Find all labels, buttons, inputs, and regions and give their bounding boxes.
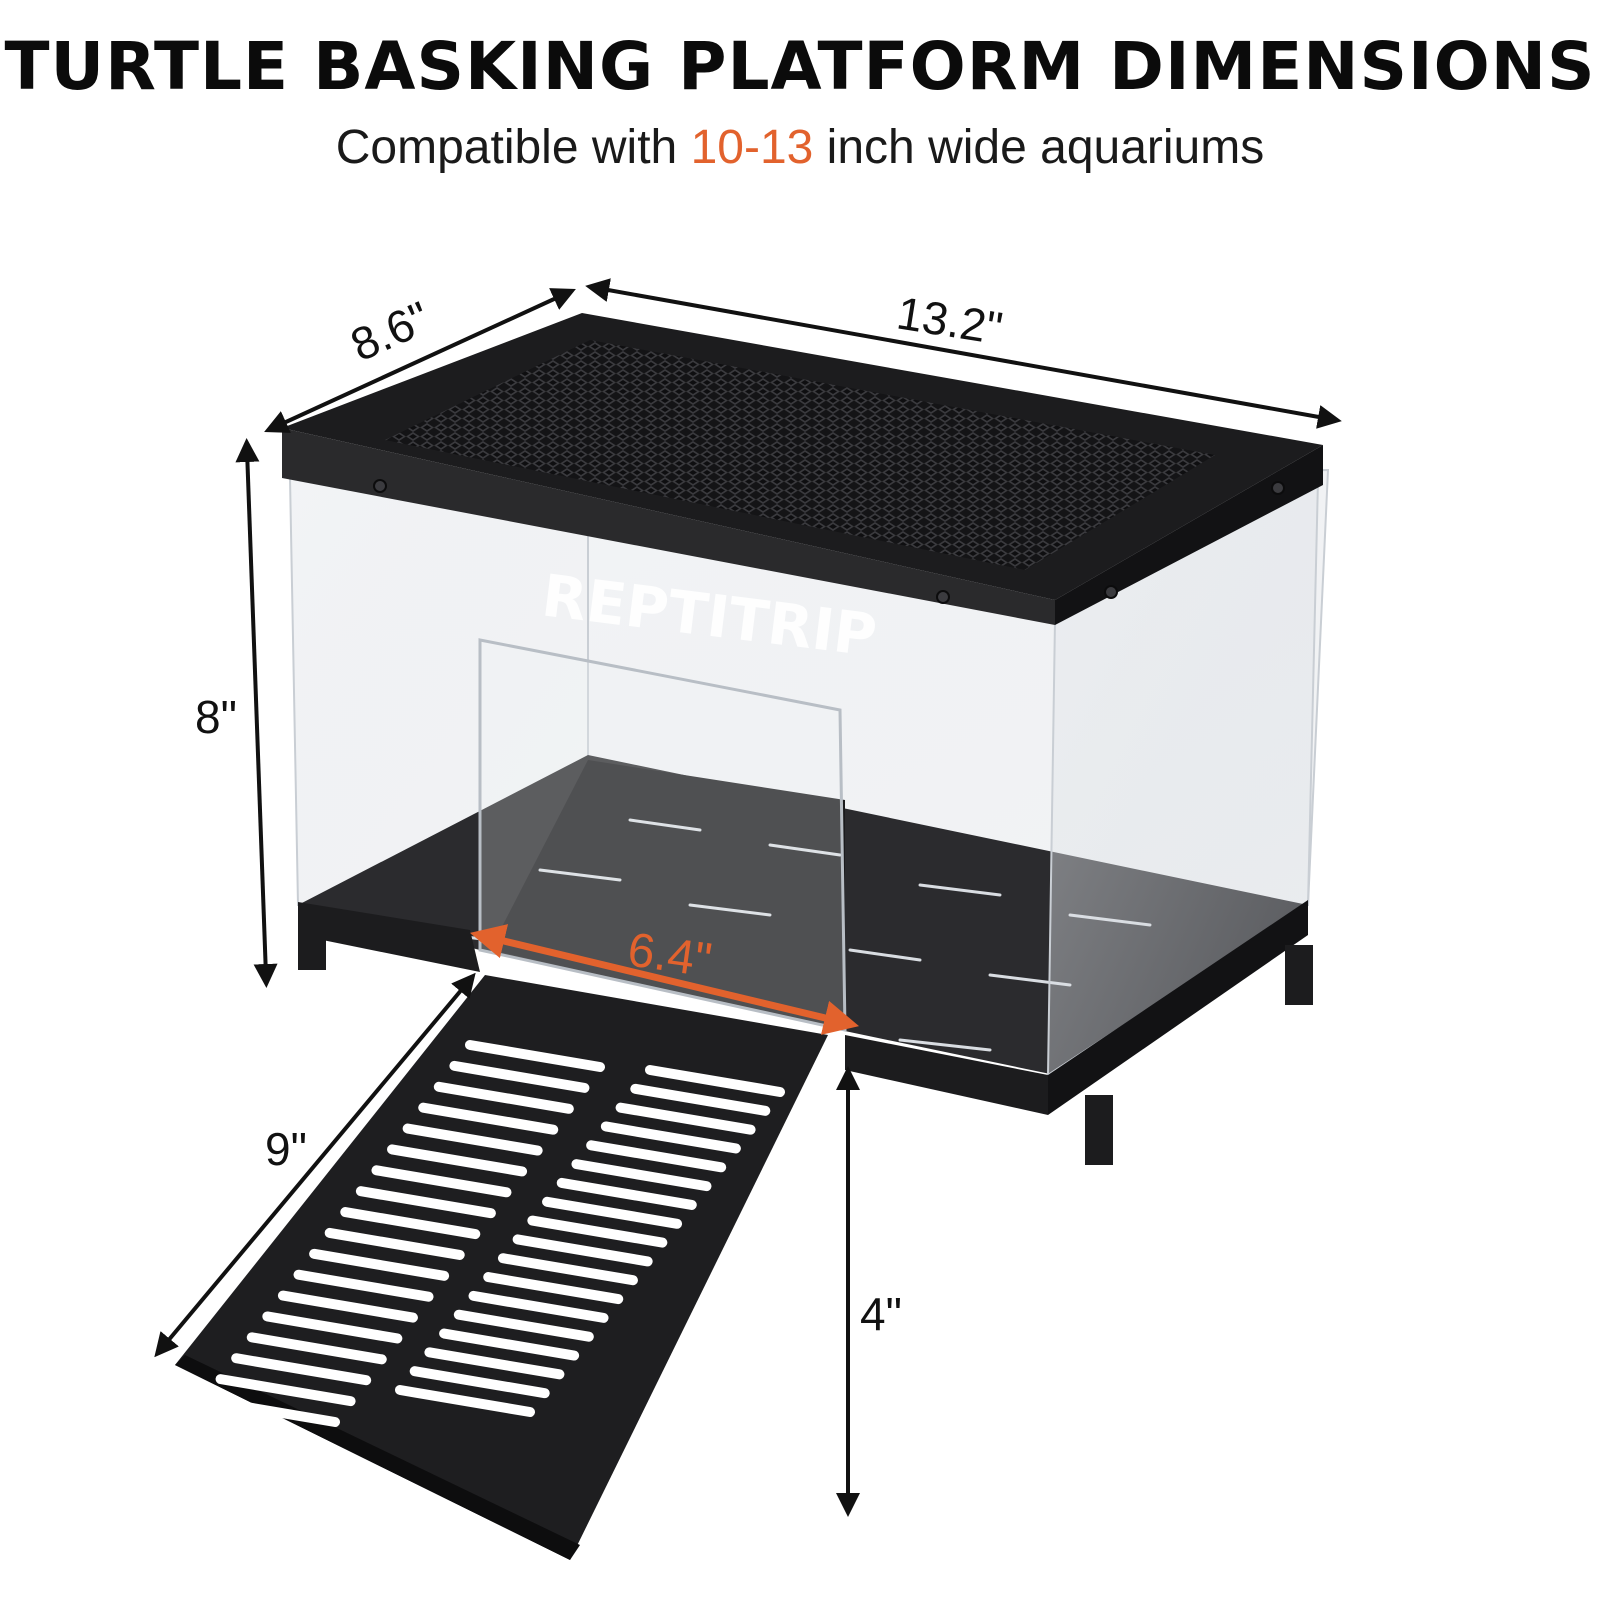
ramp-slot xyxy=(600,1121,741,1154)
ramp-panel xyxy=(175,975,828,1560)
ramp-slot xyxy=(571,1159,712,1192)
ramp-slot xyxy=(497,1253,638,1286)
floor-slots xyxy=(448,818,1152,1052)
support-legs xyxy=(298,930,1313,1165)
lid-front-edge xyxy=(282,428,1055,625)
ramp-slot xyxy=(453,1309,594,1342)
ramp-slot xyxy=(615,1102,756,1135)
base-frame xyxy=(298,902,480,972)
lid-side-edge xyxy=(1055,445,1323,625)
base-frame-side xyxy=(1048,900,1308,1115)
height-label: 8" xyxy=(195,691,237,743)
ramp-edge xyxy=(175,1355,580,1560)
subtitle-text-after: inch wide aquariums xyxy=(813,121,1265,174)
ramp-slot xyxy=(542,1196,683,1229)
ramp-slot xyxy=(512,1234,653,1267)
lid-screws xyxy=(373,479,1285,604)
ramp-slot xyxy=(527,1215,668,1248)
height-arrow xyxy=(235,438,278,988)
page-subtitle: Compatible with 10-13 inch wide aquarium… xyxy=(0,120,1600,175)
page-title: TURTLE BASKING PLATFORM DIMENSIONS xyxy=(4,28,1596,105)
ramp-slot xyxy=(231,1353,372,1386)
ramp-slot xyxy=(645,1065,785,1097)
ramp-slot xyxy=(586,1140,727,1173)
ramp-slot xyxy=(200,1395,340,1427)
ramp-slot xyxy=(483,1272,624,1305)
ramp-slot xyxy=(215,1374,356,1407)
ramp-slot xyxy=(409,1366,550,1399)
ramp-slot xyxy=(630,1083,771,1116)
base-frame-right xyxy=(845,1035,1048,1115)
opening-label: 6.4" xyxy=(624,923,714,987)
ramp-slot xyxy=(468,1290,609,1323)
ramp-drop-label: 4" xyxy=(860,1288,902,1340)
ramp-length-arrow xyxy=(154,972,476,1358)
ramp-slot xyxy=(465,1040,605,1072)
subtitle-highlight: 10-13 xyxy=(690,121,814,174)
subtitle-text-before: Compatible with xyxy=(335,121,691,174)
opening-arrow xyxy=(469,924,860,1035)
ramp-slot xyxy=(556,1177,697,1210)
depth-arrow xyxy=(264,288,576,433)
length-arrow xyxy=(585,278,1342,429)
ramp-length-label: 9" xyxy=(265,1123,307,1175)
ramp-slot xyxy=(449,1060,590,1093)
ramp-slot xyxy=(395,1385,535,1417)
